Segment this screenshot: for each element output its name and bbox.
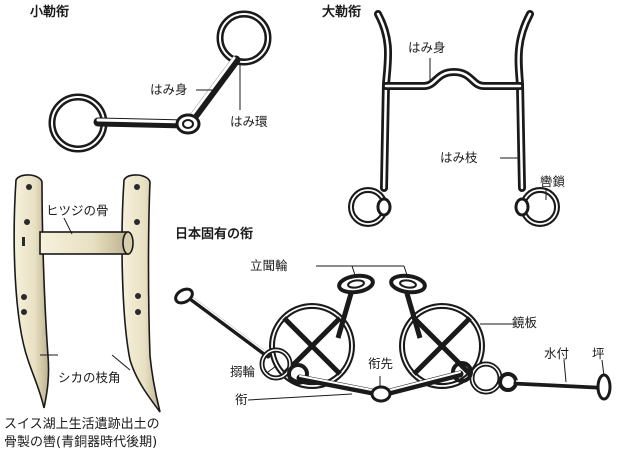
large-bit-illustration: [348, 10, 560, 227]
label-large-mouthpiece: はみ身: [408, 40, 446, 55]
label-water-attachment: 水付: [544, 346, 570, 361]
left-rein-rod: [187, 295, 271, 359]
japanese-bit-title: 日本固有の衔: [175, 227, 254, 242]
small-bit-joint: [175, 113, 201, 135]
sheep-bone-crossbar: [39, 231, 129, 255]
large-bit-mouthpiece: [382, 67, 524, 90]
japanese-bit-illustration: [174, 265, 612, 403]
label-mirror-plate: 鏡板: [512, 315, 538, 330]
tsubo-knob: [596, 373, 612, 401]
label-tsubo: 坪: [592, 346, 605, 361]
bone-bit-illustration: [13, 174, 161, 413]
left-standing-ring: [335, 273, 375, 339]
label-bit: 衔: [235, 392, 248, 407]
small-bit-illustration: [48, 10, 272, 153]
left-antler-cheekpiece: [13, 174, 50, 409]
label-small-ring: はみ環: [230, 114, 268, 129]
bit-joint: [370, 385, 392, 403]
large-bit-title: 大勒衔: [322, 5, 362, 20]
water-attachment-rod: [513, 380, 601, 390]
bone-bit-caption: スイス湖上生活遺跡出土の 骨製の轡(青銅器時代後期): [4, 416, 160, 452]
label-hiki-ring: 搦輪: [230, 364, 256, 379]
small-bit-left-cannon: [93, 117, 191, 129]
label-rein-chain: 轡鎖: [540, 174, 566, 189]
label-bit-tip: 衔先: [368, 356, 394, 371]
label-small-mouthpiece: はみ身: [150, 82, 188, 97]
label-sheep-bone: ヒツジの骨: [46, 203, 109, 218]
small-bit-right-cannon: [185, 55, 241, 127]
caption-line-1: スイス湖上生活遺跡出土の: [4, 417, 160, 432]
label-large-cheek: はみ枝: [440, 150, 478, 165]
jointed-bit-mouthpiece: [296, 370, 464, 396]
right-standing-ring: [389, 273, 427, 339]
small-bit-title: 小勒衔: [30, 5, 70, 20]
label-antler: シカの枝角: [58, 370, 121, 385]
label-standing-ring: 立聞輪: [250, 258, 288, 273]
caption-line-2: 骨製の轡(青銅器時代後期): [4, 435, 158, 450]
right-antler-cheekpiece: [121, 174, 161, 413]
